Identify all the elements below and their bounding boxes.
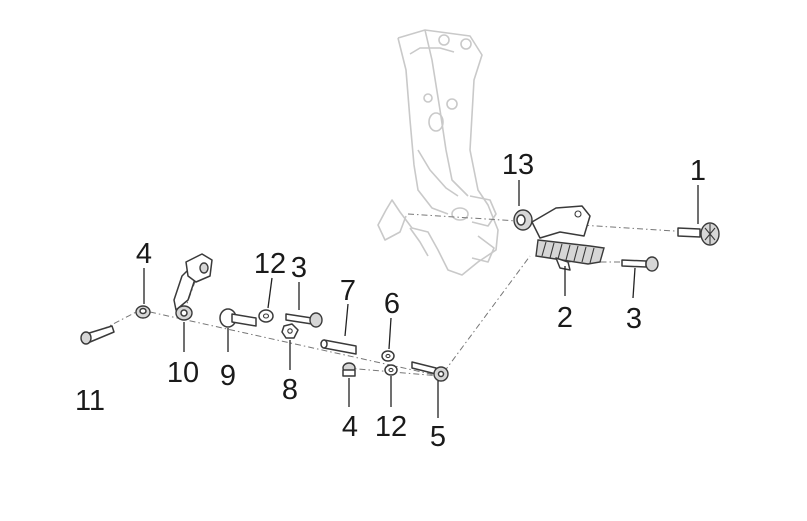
callout-11: 11 [75,385,105,417]
callout-12-bottom: 12 [375,411,407,443]
part-2-footrest [531,205,605,271]
callout-3-left: 3 [291,252,307,284]
part-3-bolt-right [621,256,659,272]
part-5-rod-end [411,361,449,382]
part-8-nut [281,323,299,339]
callout-5: 5 [430,421,446,453]
part-1-screw [677,222,720,246]
callout-8: 8 [282,374,298,406]
callout-1: 1 [690,155,706,187]
callout-4-bottom: 4 [342,411,358,443]
part-6-washer [381,350,395,362]
callout-6: 6 [384,288,400,320]
part-11-pin [80,325,115,345]
callout-13: 13 [502,149,534,181]
callout-10: 10 [167,357,199,389]
part-10-lever [173,253,213,321]
callout-7: 7 [340,275,356,307]
callout-3-right: 3 [626,303,642,335]
part-7-pin [320,339,357,355]
callout-12-top: 12 [254,248,286,280]
leader-lines [143,180,699,418]
part-4-bushing-left [135,305,151,319]
callout-2: 2 [557,302,573,334]
part-12-washer-lower [384,364,398,376]
callout-9: 9 [220,360,236,392]
frame-bracket-ghost [377,29,499,276]
part-4-bushing-lower [342,362,356,377]
part-12-washer-upper [258,309,274,323]
part-13-bushing [513,209,533,231]
callout-4-top: 4 [136,238,152,270]
part-9-bushing [219,308,257,328]
callout-numbers: 1 13 4 12 3 7 6 2 3 10 9 8 11 4 12 5 [75,149,706,453]
part-3-bolt-left [285,312,323,328]
